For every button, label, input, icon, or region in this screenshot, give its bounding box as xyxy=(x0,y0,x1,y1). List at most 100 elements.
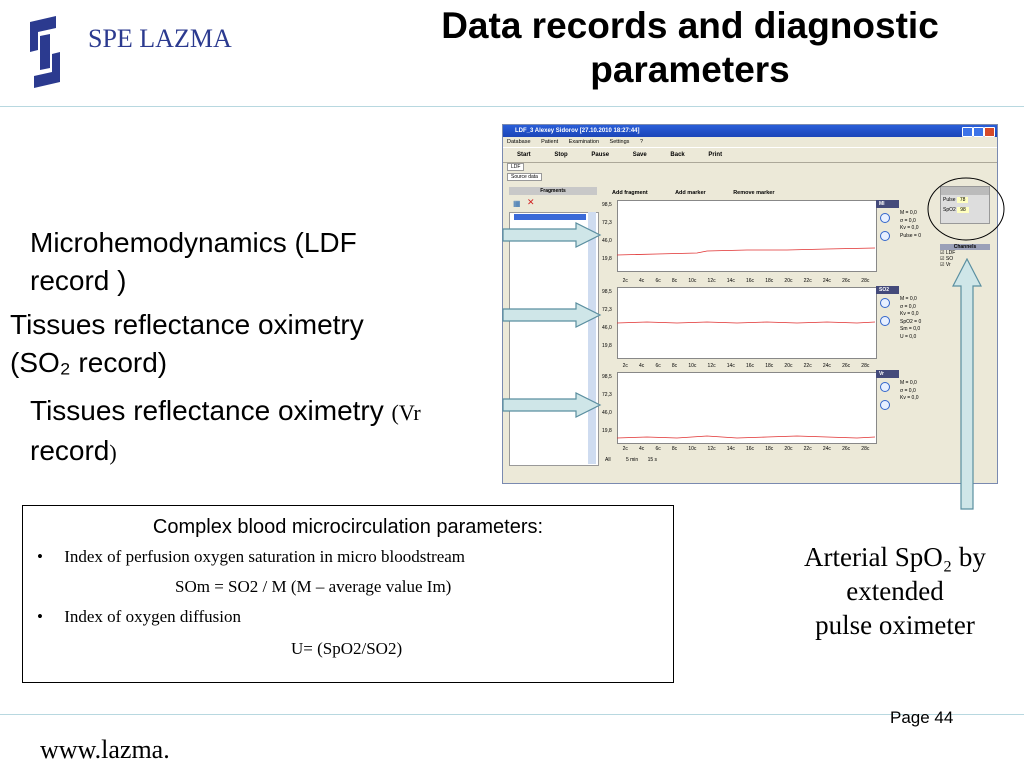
channel-so-checkbox[interactable]: SO xyxy=(945,256,954,262)
xtick: 6c xyxy=(655,278,661,284)
xtick: 18c xyxy=(765,278,774,284)
parameters-heading: Complex blood microcirculation parameter… xyxy=(152,516,544,538)
ldf-plot xyxy=(617,200,877,272)
zoom-in-icon[interactable] xyxy=(880,382,890,392)
zoom-out-icon[interactable] xyxy=(880,231,890,241)
spo2-value: 98 xyxy=(957,207,969,213)
fragments-selected-row[interactable] xyxy=(514,214,586,220)
minimize-icon[interactable] xyxy=(962,127,973,137)
highlight-ellipse xyxy=(927,177,1005,241)
ytick: 72,3 xyxy=(602,220,612,226)
close-icon[interactable] xyxy=(984,127,995,137)
param-item-1: • Index of perfusion oxygen saturation i… xyxy=(37,547,466,566)
xtick: 12c xyxy=(707,446,716,452)
menu-examination[interactable]: Examination xyxy=(568,139,600,145)
xtick: 14c xyxy=(726,446,735,452)
xtick: 10c xyxy=(688,446,697,452)
page-title: Data records and diagnostic parameters xyxy=(360,4,1020,92)
xtick: 28c xyxy=(861,363,870,369)
range-15s-button[interactable]: 15 s xyxy=(647,457,658,463)
label-vr-line2: record xyxy=(30,435,110,466)
label-ldf-line1: Microhemodynamics (LDF xyxy=(30,227,357,258)
xtick: 28c xyxy=(861,446,870,452)
channel-vr-checkbox[interactable]: Vr xyxy=(945,262,951,268)
so2-trace xyxy=(617,321,875,324)
bottom-bar: All 5 min 15 s xyxy=(605,457,657,463)
start-button[interactable]: Start xyxy=(517,152,531,158)
tab-ldf[interactable]: LDF xyxy=(507,163,525,171)
pulse-value: 78 xyxy=(956,197,969,203)
xtick: 16c xyxy=(745,363,755,369)
label-so2-line1: Tissues reflectance oximetry xyxy=(10,309,364,340)
pulse-panel: Pulse 78 SpO2 98 xyxy=(940,186,990,224)
delete-fragment-icon[interactable]: ✕ xyxy=(527,197,535,207)
menu-settings[interactable]: Settings xyxy=(609,139,630,145)
xtick: 26c xyxy=(842,278,851,284)
fragments-scrollbar[interactable] xyxy=(588,212,596,464)
xtick: 6c xyxy=(655,446,661,452)
xtick: 10c xyxy=(688,278,697,284)
signal-traces xyxy=(617,247,875,439)
pause-button[interactable]: Pause xyxy=(591,152,610,158)
xtick: 2c xyxy=(622,363,628,369)
arrow-right-icon xyxy=(502,222,602,248)
channel-ldf-checkbox[interactable]: LDF xyxy=(945,250,956,256)
param-item-2: • Index of oxygen diffusion xyxy=(37,607,241,626)
zoom-out-icon[interactable] xyxy=(880,316,890,326)
add-marker-button[interactable]: Add marker xyxy=(675,190,706,196)
back-button[interactable]: Back xyxy=(670,152,685,158)
label-vr-line1b: (Vr xyxy=(391,400,421,425)
logo-text: SPE LAZMA xyxy=(88,24,232,53)
range-5min-button[interactable]: 5 min xyxy=(625,457,639,463)
label-vr-line2b: ) xyxy=(109,440,117,465)
maximize-icon[interactable] xyxy=(973,127,984,137)
remove-marker-button[interactable]: Remove marker xyxy=(733,190,775,196)
stop-button[interactable]: Stop xyxy=(554,152,568,158)
menu-patient[interactable]: Patient xyxy=(541,139,559,145)
ytick: 46,0 xyxy=(602,410,612,416)
label-vr-line1: Tissues reflectance oximetry xyxy=(30,395,384,426)
add-fragment-icon[interactable]: ▦ xyxy=(513,199,521,208)
ytick: 19,8 xyxy=(602,428,612,434)
tab-source-data[interactable]: Source data xyxy=(507,173,542,181)
xtick: 2c xyxy=(622,446,628,452)
xtick: 18c xyxy=(765,363,774,369)
ytick: 98,5 xyxy=(602,374,612,380)
zoom-in-icon[interactable] xyxy=(880,298,890,308)
fragments-list xyxy=(509,212,599,466)
xtick: 20c xyxy=(784,446,793,452)
mi-header: MI xyxy=(876,200,899,208)
xtick: 4c xyxy=(639,363,645,369)
label-ldf-line2: record ) xyxy=(30,265,127,296)
arrow-right-icon xyxy=(502,392,602,418)
stat-line: Kv = 0,0 xyxy=(900,225,919,231)
zoom-out-icon[interactable] xyxy=(880,400,890,410)
xtick: 22c xyxy=(803,446,812,452)
stat-line: Kv = 0,0 xyxy=(900,311,919,317)
footer-url[interactable]: www.lazma. xyxy=(40,735,170,764)
label-so2-line2: (SO₂ record) xyxy=(10,347,168,378)
range-all-button[interactable]: All xyxy=(605,457,611,463)
title-line-2: parameters xyxy=(590,49,790,90)
save-button[interactable]: Save xyxy=(632,152,647,158)
zoom-in-icon[interactable] xyxy=(880,213,890,223)
ytick: 19,8 xyxy=(602,256,612,262)
ytick: 46,0 xyxy=(602,325,612,331)
menu-help[interactable]: ? xyxy=(639,139,644,145)
vr-plot xyxy=(617,372,877,444)
xtick: 20c xyxy=(784,278,793,284)
xtick: 2c xyxy=(622,278,628,284)
channels-header: Channels xyxy=(940,244,990,250)
caption-line3: pulse oximeter xyxy=(815,610,975,640)
caption-line1: Arterial SpO₂ by xyxy=(804,542,986,572)
xtick: 6c xyxy=(655,363,661,369)
formula-som: SOm = SO2 / M (M – average value Im) xyxy=(175,577,452,596)
print-button[interactable]: Print xyxy=(708,152,723,158)
stat-line: M = 0,0 xyxy=(900,210,917,216)
xtick: 14c xyxy=(726,278,735,284)
menu-database[interactable]: Database xyxy=(507,139,531,145)
add-fragment-button[interactable]: Add fragment xyxy=(612,190,648,196)
